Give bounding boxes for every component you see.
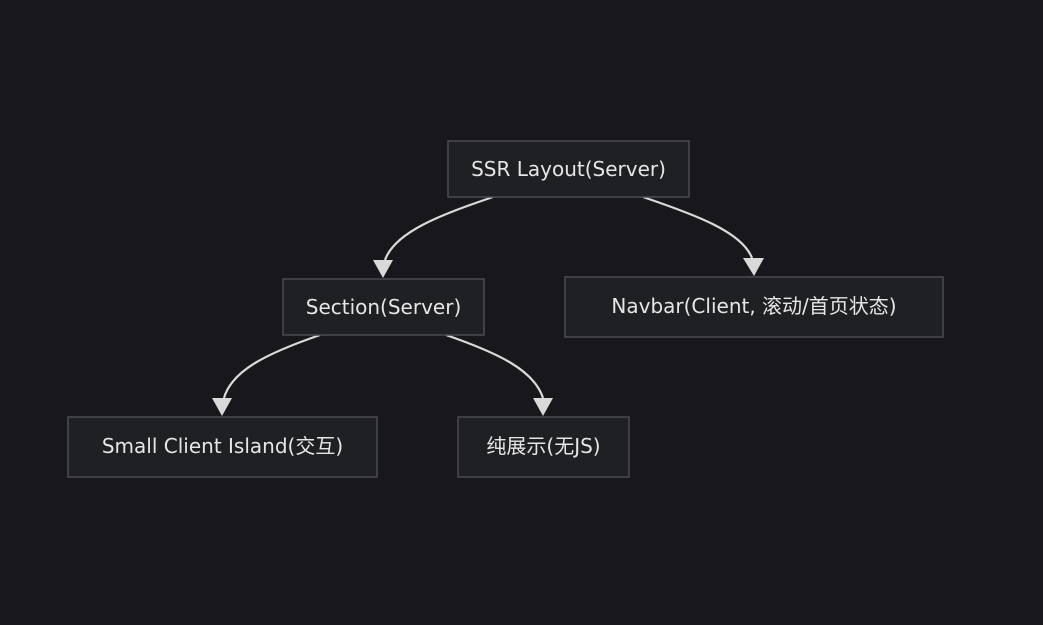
edge-ssr-layout-to-navbar [642,195,764,276]
node-small-client-island-box [67,416,378,478]
node-section-label: Section(Server) [306,295,462,319]
edge-section-to-static-display [445,333,553,416]
node-static-display-box [457,416,630,478]
node-navbar-box [564,276,944,338]
node-navbar: Navbar(Client, 滚动/首页状态) [564,276,944,338]
edge-ssr-layout-to-section [373,195,494,278]
node-ssr-layout-box [447,140,690,198]
edge-section-to-small-island [212,333,321,416]
node-static-display: 纯展示(无JS) [457,416,630,478]
node-section: Section(Server) [282,278,485,336]
node-ssr-layout-label: SSR Layout(Server) [471,157,666,181]
node-static-display-label: 纯展示(无JS) [486,434,600,458]
node-small-client-island: Small Client Island(交互) [67,416,378,478]
edges [212,195,764,416]
node-section-box [282,278,485,336]
node-ssr-layout: SSR Layout(Server) [447,140,690,198]
node-navbar-label: Navbar(Client, 滚动/首页状态) [611,294,896,318]
node-small-client-island-label: Small Client Island(交互) [102,434,343,458]
